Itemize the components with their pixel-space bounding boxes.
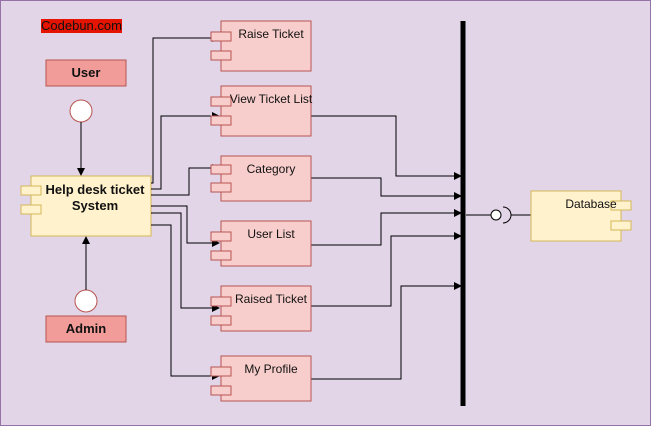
view-ticket-list-to-bus — [311, 115, 462, 180]
arrow-to-category — [151, 164, 220, 196]
user-actor-box — [45, 59, 127, 87]
user-start-node — [69, 99, 93, 123]
database-label: Database — [565, 197, 617, 211]
system-component-port — [20, 204, 42, 215]
category-component — [210, 155, 312, 202]
arrow-to-user-list — [151, 205, 220, 247]
view-ticket-list-component — [210, 85, 312, 137]
arrow-to-view-ticket-list — [151, 112, 220, 190]
my-profile-label: My Profile — [244, 362, 298, 376]
raised-ticket-label: Raised Ticket — [234, 292, 308, 306]
arrow-to-raised-ticket — [151, 212, 220, 312]
user-list-component — [210, 220, 312, 267]
system-component-port — [20, 185, 42, 196]
admin-actor-label: Admin — [65, 321, 107, 336]
brand-watermark: Codebun.com — [41, 18, 122, 33]
category-to-bus — [311, 177, 462, 200]
admin-start-node — [74, 289, 98, 313]
arrow-to-my-profile — [151, 224, 220, 380]
admin-actor-box — [45, 315, 127, 343]
user-actor-label: User — [71, 65, 101, 80]
provided-interface-icon — [490, 209, 502, 221]
system-label: Help desk ticket System — [45, 182, 145, 213]
required-interface-icon — [502, 206, 512, 224]
raise-ticket-component — [210, 20, 312, 72]
arrow-to-raise-ticket — [151, 34, 220, 184]
my-profile-to-bus — [311, 282, 462, 380]
my-profile-component — [210, 355, 312, 402]
user-list-to-bus — [311, 209, 462, 246]
user-list-label: User List — [247, 227, 295, 241]
raised-ticket-component — [210, 285, 312, 332]
view-ticket-list-label: View Ticket List — [229, 92, 313, 106]
database-component — [530, 190, 632, 242]
raise-ticket-label: Raise Ticket — [238, 27, 304, 41]
category-label: Category — [246, 162, 296, 176]
raised-ticket-to-bus — [311, 232, 462, 307]
